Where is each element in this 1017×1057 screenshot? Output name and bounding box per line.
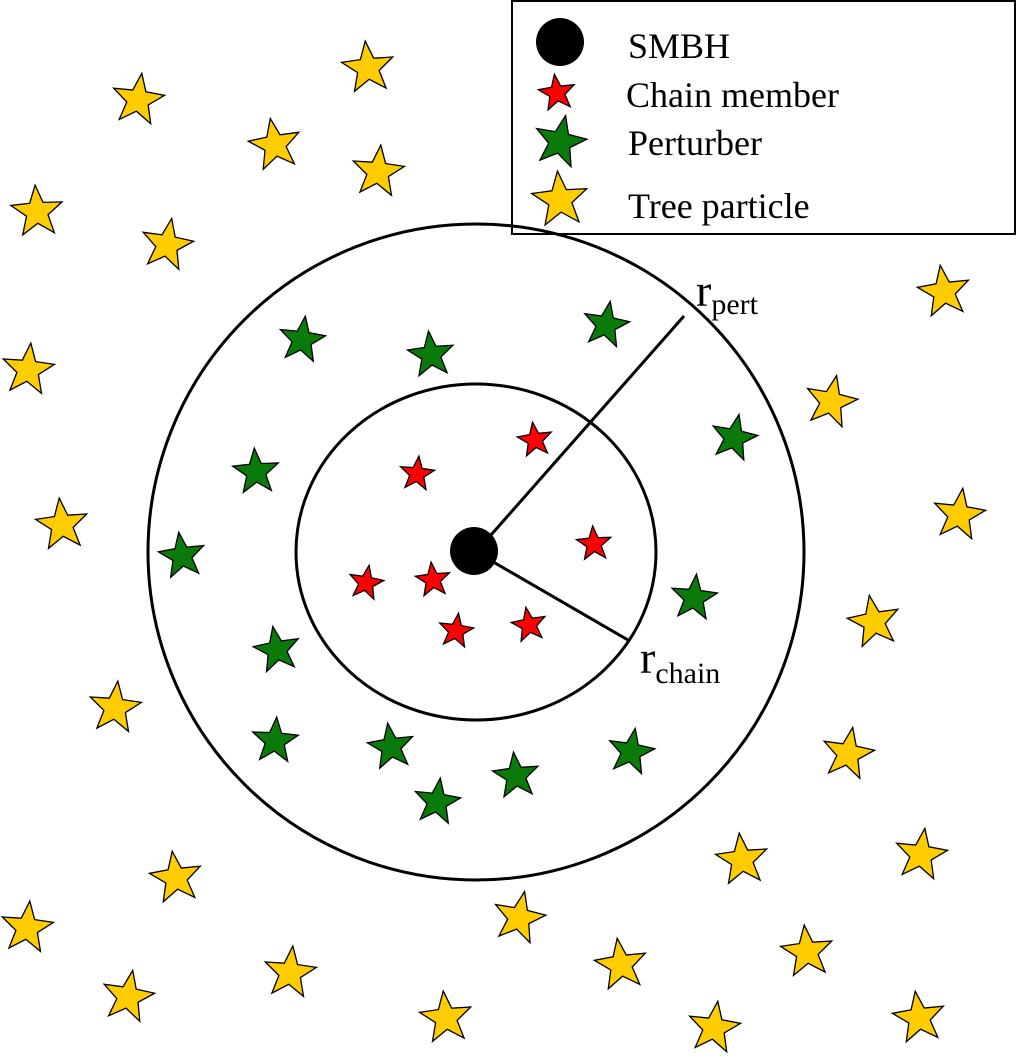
tree-particle-star	[33, 496, 89, 551]
yellow-star-icon	[529, 169, 589, 227]
chain-member-legend-icon	[536, 72, 576, 112]
red-star-icon	[536, 72, 576, 112]
chain-member-star	[413, 560, 452, 598]
perturber-star	[670, 572, 720, 621]
smbh-legend-icon	[536, 18, 584, 66]
legend-label-chain-member: Chain member	[626, 75, 839, 115]
legend-label-perturber: Perturber	[628, 123, 762, 163]
particle-stars	[0, 39, 988, 1054]
perturber-star	[251, 624, 300, 674]
smbh-dot	[450, 527, 498, 575]
perturber-legend-icon	[534, 113, 589, 169]
tree-particle-star	[822, 725, 877, 780]
tree-particle-star	[890, 989, 945, 1044]
chain-radius-circle	[294, 382, 658, 722]
tree-particle-legend-icon	[529, 169, 589, 227]
tree-particle-star	[592, 936, 647, 991]
perturber-star	[413, 776, 463, 825]
chain-member-star	[438, 611, 476, 649]
legend-box	[511, 0, 1016, 235]
perturber-star	[711, 412, 760, 462]
r-pert-label-main: r	[696, 265, 711, 316]
perturber-star	[365, 721, 415, 770]
tree-particle-star	[102, 968, 157, 1023]
legend-label-tree-particle: Tree particle	[628, 186, 810, 226]
tree-particle-star	[713, 831, 769, 886]
r-chain-label: rchain	[640, 632, 720, 690]
tree-particle-star	[933, 486, 988, 541]
green-star-icon	[534, 113, 589, 169]
legend: SMBH Chain member Perturber Tree particl…	[511, 0, 1016, 235]
r-pert-label-sub: pert	[711, 288, 758, 321]
tree-particle-star	[688, 999, 743, 1054]
r-pert-radius-line	[474, 315, 686, 553]
tree-particle-star	[88, 679, 144, 734]
perturber-star	[156, 530, 206, 579]
tree-particle-star	[778, 923, 834, 978]
chain-member-star	[398, 454, 437, 492]
perturber-star	[230, 446, 281, 494]
tree-particle-star	[263, 944, 319, 999]
legend-label-smbh: SMBH	[628, 26, 730, 66]
tree-particle-star	[141, 216, 196, 271]
tree-particle-star	[915, 263, 970, 318]
tree-particle-star	[246, 116, 301, 171]
tree-particle-star	[0, 899, 56, 954]
r-chain-radius-line	[475, 550, 629, 642]
tree-particle-star	[339, 39, 395, 94]
perturber-star	[490, 750, 540, 799]
tree-particle-star	[845, 593, 900, 648]
chain-member-star	[348, 563, 386, 601]
perturber-radius-circle	[146, 222, 806, 882]
perturber-star	[405, 329, 455, 378]
chain-member-star	[509, 605, 547, 643]
tree-particle-star	[112, 71, 167, 126]
perturber-star	[608, 726, 657, 776]
tree-particle-star	[417, 989, 473, 1044]
tree-particle-star	[1, 341, 57, 396]
r-pert-label: rpert	[696, 265, 759, 321]
tree-particle-star	[805, 373, 860, 429]
tree-particle-star	[895, 826, 950, 881]
perturber-star	[250, 715, 301, 763]
r-chain-label-main: r	[640, 632, 655, 683]
perturber-star	[278, 314, 328, 363]
tree-particle-star	[351, 143, 407, 198]
perturber-star	[583, 299, 632, 349]
tree-particle-star	[8, 183, 64, 237]
chain-member-star	[574, 524, 613, 561]
r-chain-label-sub: chain	[655, 657, 720, 690]
tree-particle-star	[147, 849, 202, 904]
chain-member-star	[515, 420, 553, 458]
tree-particle-star	[493, 889, 548, 945]
